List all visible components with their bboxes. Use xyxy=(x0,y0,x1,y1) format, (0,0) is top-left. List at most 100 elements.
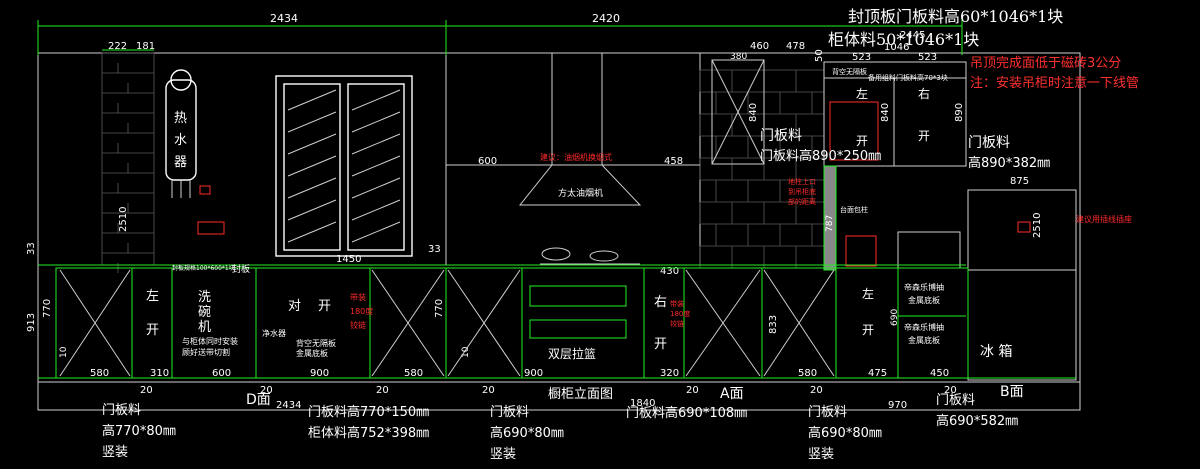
top-dimension: 2434 2420 222 181 460 478 50 523 1046 52… xyxy=(37,12,966,63)
note-top-1: 封顶板门板料高60*1046*1块 xyxy=(848,7,1064,26)
upper-open-label-2: 开 xyxy=(918,129,930,143)
bottom-note-3-head: 门板料 xyxy=(490,405,530,420)
bottom-note-6a: 高690*582㎜ xyxy=(936,414,1019,429)
heater-char-2: 水 xyxy=(174,133,187,148)
dim-1450: 1450 xyxy=(336,254,361,265)
dim-840b: 840 xyxy=(880,103,891,122)
water-heater: 热 水 器 xyxy=(165,69,225,235)
upper-back-note: 背空无隔板 xyxy=(832,67,867,76)
bottom-note-1-head: 门板料 xyxy=(102,403,142,418)
column-note-1: 地柱上口 xyxy=(788,177,816,186)
pipe-note-3: 铰链 xyxy=(350,320,366,330)
open-label-2: 开 xyxy=(318,299,331,314)
bottom-dim-3: 900 xyxy=(310,368,329,379)
pipe-note-1: 带装 xyxy=(350,292,366,302)
bottom-dim-2: 600 xyxy=(212,368,231,379)
dim-833: 833 xyxy=(768,315,779,334)
base-left-label-3: 左 xyxy=(862,286,874,301)
column-note-3: 部的距离 xyxy=(788,197,816,206)
socket-note: 建议用插线插座 xyxy=(1076,214,1132,224)
bottom-note-1: 门板料 高770*80㎜ 竖装 xyxy=(102,400,176,463)
note-top-2: 柜体料50*1046*1块 xyxy=(828,30,980,49)
bottom-note-5-head: 门板料 xyxy=(808,405,848,420)
bottom-dim-0: 580 xyxy=(90,368,109,379)
dim-970: 970 xyxy=(888,400,907,411)
dim-770b: 770 xyxy=(434,299,445,318)
bottom-dim-6: 320 xyxy=(660,368,679,379)
dim-10a: 10 xyxy=(59,346,69,358)
section-d: D面 xyxy=(246,392,271,408)
dim-b2434: 2434 xyxy=(276,400,301,411)
dishwasher-char-3: 机 xyxy=(198,320,211,335)
fridge-label: 冰 箱 xyxy=(980,344,1012,360)
dim-478: 478 xyxy=(786,41,805,52)
dim-10b: 10 xyxy=(461,346,471,358)
purifier-label: 净水器 xyxy=(262,328,286,338)
dim-690: 690 xyxy=(890,309,900,326)
bottom-dim-1: 310 xyxy=(150,368,169,379)
bottom-note-2a: 门板料高770*150㎜ xyxy=(308,405,430,420)
dim-913: 913 xyxy=(26,313,37,332)
upper-note-2-head: 门板料 xyxy=(968,135,1010,151)
bottom-dim-5: 900 xyxy=(524,368,543,379)
pipe-note-5: 180度 xyxy=(670,309,690,318)
bottom-dim-8: 475 xyxy=(868,368,887,379)
pipe-note-2: 180度 xyxy=(350,306,373,316)
dishwasher-char-2: 碗 xyxy=(198,304,211,320)
dim-1046: 1046 xyxy=(884,42,909,53)
basket-label: 双层拉篮 xyxy=(548,346,596,361)
drawer-2: 帝森乐博抽 xyxy=(904,322,944,332)
dim-380: 380 xyxy=(730,52,747,62)
bottom-note-5b: 竖装 xyxy=(808,447,835,462)
bottom-dim-20-3: 20 xyxy=(482,385,495,396)
section-a: A面 xyxy=(720,386,744,402)
bottom-dim-4: 580 xyxy=(404,368,423,379)
dim-33-right: 33 xyxy=(428,244,441,255)
upper-back-note-2: 备用组料门板料高70*3块 xyxy=(868,73,948,82)
dim-600: 600 xyxy=(478,156,497,167)
pipe-note-6: 铰链 xyxy=(670,319,684,328)
dim-1840: 1840 xyxy=(630,398,655,409)
dim-875: 875 xyxy=(1010,176,1029,187)
hood-note: 建议：油烟机换烟式 xyxy=(540,152,612,162)
bottom-note-5a: 高690*80㎜ xyxy=(808,426,882,441)
heater-char-3: 器 xyxy=(174,155,187,170)
base-open-label-3: 开 xyxy=(654,337,667,352)
dim-890: 890 xyxy=(954,103,965,122)
upper-note-2: 高890*382㎜ xyxy=(968,156,1051,171)
bottom-note-1a: 高770*80㎜ xyxy=(102,424,176,439)
pipe-note-4: 带装 xyxy=(670,299,684,308)
dim-430: 430 xyxy=(660,266,679,277)
tile-pattern-right xyxy=(699,69,824,268)
bottom-dim-20-0: 20 xyxy=(140,385,153,396)
dim-458: 458 xyxy=(664,156,683,167)
bottom-dim-20-4: 20 xyxy=(686,385,699,396)
dim-2434: 2434 xyxy=(270,12,298,25)
dim-50: 50 xyxy=(814,49,825,62)
upper-open-label: 开 xyxy=(856,134,868,148)
board-label: 封板 xyxy=(232,263,250,275)
dim-181: 181 xyxy=(136,41,155,52)
column-tag: 台面包柱 xyxy=(840,205,868,214)
upper-left-label: 左 xyxy=(856,86,868,101)
dim-2510-left: 2510 xyxy=(118,207,129,232)
dim-2510-right: 2510 xyxy=(1032,213,1043,238)
dim-2445: 2445 xyxy=(900,30,925,41)
stove xyxy=(540,247,640,265)
column: 787 地柱上口 到吊柜底 部的距离 台面包柱 xyxy=(788,165,961,271)
board-spec: 封板规格100*600*1块 xyxy=(172,264,235,272)
dim-2420: 2420 xyxy=(592,12,620,25)
dim-523a: 523 xyxy=(852,52,871,63)
upper-right-label: 右 xyxy=(918,86,930,101)
bottom-note-3b: 竖装 xyxy=(490,447,517,462)
window xyxy=(275,75,413,257)
dishwasher-note-1: 与柜体同时安装 xyxy=(182,336,238,346)
bottom-note-6-head: 门板料 xyxy=(936,393,976,408)
dim-523b: 523 xyxy=(918,52,937,63)
base-open-label-4: 开 xyxy=(862,323,874,337)
bottom-dim-20-2: 20 xyxy=(376,385,389,396)
range-hood: 方太油烟机 建议：油烟机换烟式 600 458 xyxy=(446,52,700,206)
upper-note-1-head: 门板料 xyxy=(760,128,802,144)
